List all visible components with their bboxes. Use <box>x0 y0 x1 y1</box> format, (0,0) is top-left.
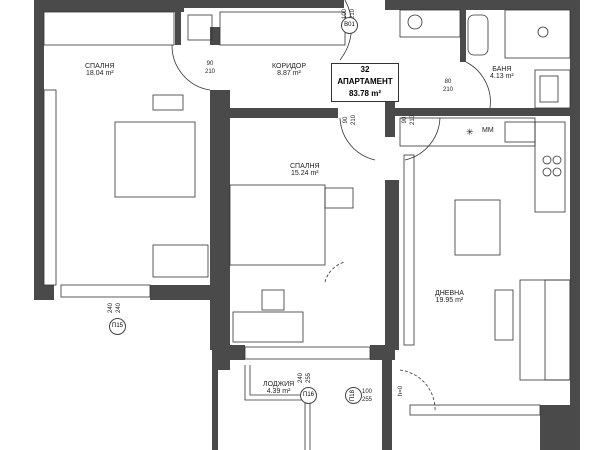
room-bathroom: БАНЯ 4.13 m² <box>490 66 514 80</box>
dim-height: 210 <box>443 87 454 93</box>
apartment-area: 83.78 m² <box>348 89 382 98</box>
dim-height: 210 <box>351 114 358 126</box>
room-loggia: ЛОДЖИЯ 4.39 m² <box>263 381 294 395</box>
star-icon: ✳ <box>466 127 474 137</box>
dim-b: 255 <box>306 372 313 384</box>
dim-a: 240 <box>108 302 115 314</box>
dim-height: 210 <box>205 69 216 75</box>
room-area: 15.24 m² <box>291 170 319 177</box>
room-living: ДНЕВНА 19.95 m² <box>435 290 464 304</box>
dim-width: 90 <box>206 61 214 67</box>
dim-height: 255 <box>362 397 373 403</box>
door-swings <box>171 0 491 413</box>
room-bedroom-2: СПАЛНЯ 15.24 m² <box>290 163 320 177</box>
tag-window: П16 <box>300 387 317 404</box>
tag-door: П18 <box>345 387 362 404</box>
room-area: 4.39 m² <box>266 388 291 395</box>
apartment-title: АПАРТАМЕНТ <box>337 77 393 86</box>
room-area: 18.04 m² <box>86 70 114 77</box>
tag-door: В01 <box>341 17 358 34</box>
room-name: ЛОДЖИЯ <box>263 381 295 388</box>
walls <box>34 0 580 450</box>
apartment-number: 32 <box>360 65 370 74</box>
room-area: 4.13 m² <box>490 73 514 80</box>
dim-width: 100 <box>362 389 373 395</box>
dim-width: 80 <box>444 79 452 85</box>
room-area: 19.95 m² <box>435 297 464 304</box>
tag-window: П15 <box>109 318 126 335</box>
room-bedroom-1: СПАЛНЯ 18.04 m² <box>85 63 115 77</box>
room-corridor: КОРИДОР 8.87 m² <box>272 63 306 77</box>
dim-b: 240 <box>116 302 123 314</box>
apartment-label: 32 АПАРТАМЕНТ 83.78 m² <box>331 63 399 102</box>
kitchen-label: ММ <box>482 127 494 134</box>
dim-width: 90 <box>402 116 409 124</box>
room-name: СПАЛНЯ <box>290 163 320 170</box>
dim-width: 90 <box>343 116 350 124</box>
room-name: ДНЕВНА <box>435 290 464 297</box>
room-name: СПАЛНЯ <box>85 63 115 70</box>
dim-height: 210 <box>410 114 417 126</box>
dim-a: 240 <box>298 372 305 384</box>
furniture <box>43 9 571 450</box>
room-name: БАНЯ <box>492 66 512 73</box>
room-name: КОРИДОР <box>272 63 306 70</box>
room-area: 8.87 m² <box>277 70 301 77</box>
door-note: h=0 <box>398 385 405 397</box>
